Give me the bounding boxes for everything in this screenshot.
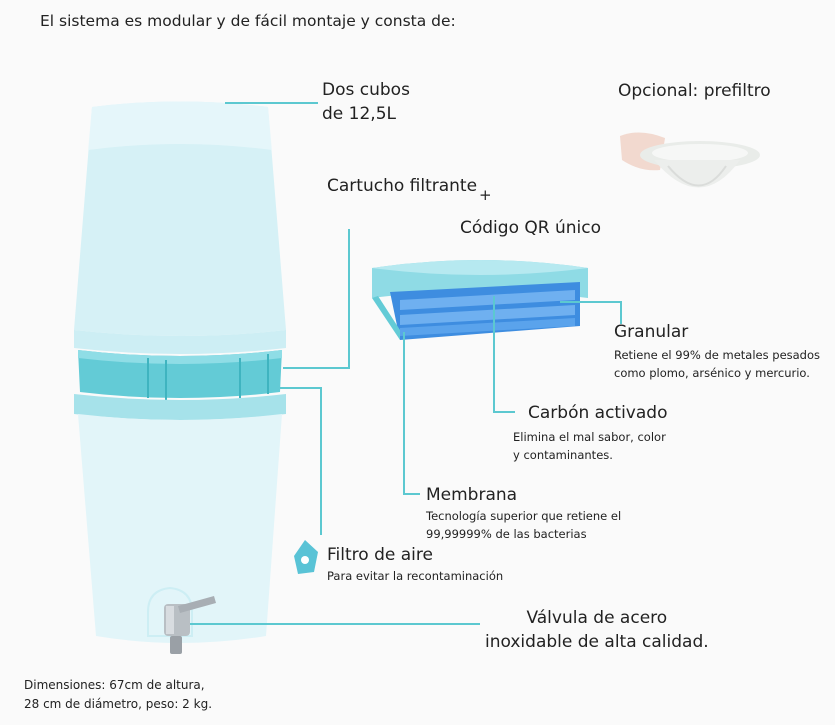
carbon-desc-line2: y contaminantes. — [513, 448, 613, 462]
membrana-desc-line2: 99,99999% de las bacterias — [426, 527, 587, 541]
label-cubos: Dos cubos de 12,5L — [322, 78, 410, 126]
label-plus: + — [479, 186, 492, 204]
page-heading: El sistema es modular y de fácil montaje… — [40, 12, 456, 30]
label-carbon-desc: Elimina el mal sabor, color y contaminan… — [513, 428, 666, 464]
leader-carbon — [493, 296, 515, 413]
prefilter-image — [620, 132, 760, 188]
steel-valve — [164, 596, 216, 654]
membrana-desc-line1: Tecnología superior que retiene el — [426, 509, 622, 523]
label-aire-title: Filtro de aire — [327, 545, 433, 565]
valvula-line2: inoxidable de alta calidad. — [485, 632, 709, 652]
granular-desc-line2: como plomo, arsénico y mercurio. — [614, 366, 810, 380]
label-granular-title: Granular — [614, 322, 689, 342]
leader-cartucho — [283, 229, 350, 369]
label-granular-desc: Retiene el 99% de metales pesados como p… — [614, 346, 820, 382]
granular-desc-line1: Retiene el 99% de metales pesados — [614, 348, 821, 362]
air-filter-icon — [294, 540, 318, 574]
leader-membrana — [403, 332, 420, 495]
label-membrana-desc: Tecnología superior que retiene el 99,99… — [426, 507, 621, 543]
carbon-desc-line1: Elimina el mal sabor, color — [513, 430, 666, 444]
leader-granular — [560, 301, 622, 324]
label-cubos-line1: Dos cubos — [322, 80, 410, 100]
leader-aire — [280, 387, 322, 535]
label-valvula: Válvula de acero inoxidable de alta cali… — [485, 606, 709, 654]
upper-bucket — [74, 101, 286, 354]
dimensions-line2: 28 cm de diámetro, peso: 2 kg. — [24, 697, 213, 711]
filter-cartridge — [372, 260, 588, 340]
label-opcional: Opcional: prefiltro — [618, 81, 771, 101]
valvula-line1: Válvula de acero — [526, 608, 668, 628]
leader-lines — [190, 102, 622, 625]
label-qr: Código QR único — [460, 218, 601, 238]
dimensions-note: Dimensiones: 67cm de altura, 28 cm de di… — [24, 676, 212, 714]
cartridge-band — [78, 350, 282, 400]
label-cartucho: Cartucho filtrante — [327, 176, 478, 196]
label-aire-desc: Para evitar la recontaminación — [327, 569, 504, 583]
label-cubos-line2: de 12,5L — [322, 104, 396, 124]
label-carbon-title: Carbón activado — [528, 403, 668, 423]
lower-bucket — [74, 394, 286, 643]
label-membrana-title: Membrana — [426, 485, 518, 505]
dimensions-line1: Dimensiones: 67cm de altura, — [24, 678, 205, 692]
